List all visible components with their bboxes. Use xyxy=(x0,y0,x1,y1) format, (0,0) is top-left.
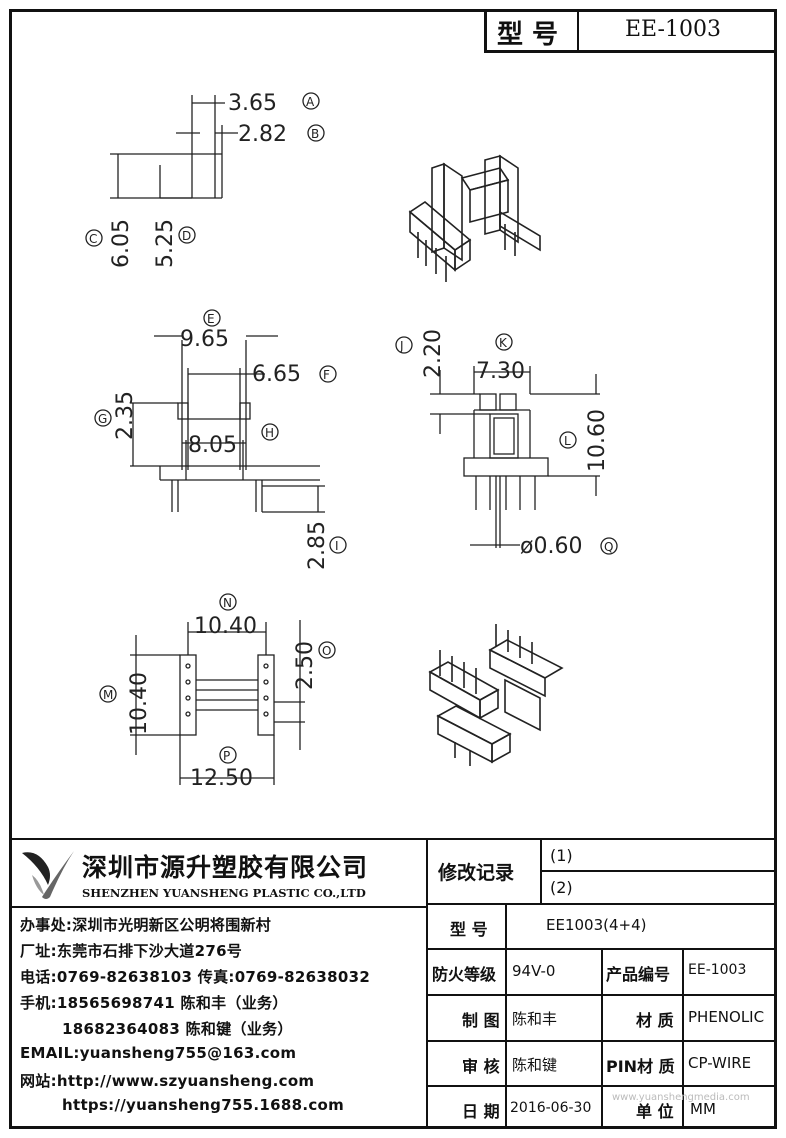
dim-c-value: 6.05 xyxy=(109,219,134,268)
spec-col-1 xyxy=(505,903,507,1129)
dim-a-value: 3.65 xyxy=(228,91,277,116)
spec-col-3 xyxy=(682,948,684,1129)
company-website2: https://yuansheng755.1688.com xyxy=(62,1096,345,1114)
dim-q-value: ø0.60 xyxy=(520,534,582,559)
company-phone-fax: 电话:0769-82638103 传真:0769-82638032 xyxy=(20,968,371,986)
company-factory: 厂址:东莞市石排下沙大道276号 xyxy=(20,942,243,960)
spec-unit-label: 单 位 xyxy=(636,1102,674,1121)
company-divider xyxy=(9,906,426,908)
marker-a: A xyxy=(306,95,315,109)
drawing-sheet xyxy=(9,9,777,1129)
revision-row-2: (2) xyxy=(550,878,573,897)
marker-b: B xyxy=(311,127,319,141)
marker-i: I xyxy=(335,539,339,553)
company-name-cn: 深圳市源升塑胶有限公司 xyxy=(82,853,369,882)
company-website: 网站:http://www.szyuansheng.com xyxy=(20,1072,315,1090)
marker-o: O xyxy=(322,644,331,658)
dim-k-value: 7.30 xyxy=(476,359,525,384)
dim-f-value: 6.65 xyxy=(252,362,301,387)
marker-d: D xyxy=(182,229,191,243)
spec-product-no-label: 产品编号 xyxy=(606,965,671,984)
spec-review-label: 审 核 xyxy=(462,1057,500,1076)
revision-row-line xyxy=(540,870,777,872)
marker-f: F xyxy=(323,368,330,382)
spec-draw-value: 陈和丰 xyxy=(512,1010,558,1028)
marker-g: G xyxy=(98,412,107,426)
dim-m-value: 10.40 xyxy=(127,672,152,735)
spec-col-2 xyxy=(601,948,603,1129)
marker-c: C xyxy=(89,232,97,246)
dim-h-value: 8.05 xyxy=(188,433,237,458)
marker-m: M xyxy=(103,688,113,702)
dim-b-value: 2.82 xyxy=(238,122,287,147)
marker-h: H xyxy=(265,426,274,440)
company-logo-icon xyxy=(22,851,74,899)
spec-unit-value: MM xyxy=(690,1100,716,1118)
marker-q: Q xyxy=(604,540,613,554)
view-front xyxy=(130,335,325,513)
spec-model-label: 型 号 xyxy=(450,920,488,939)
spec-date-value: 2016-06-30 xyxy=(510,1100,592,1116)
view-side xyxy=(430,366,600,548)
titleblock-top-border xyxy=(9,838,777,840)
view-bottom xyxy=(130,620,305,785)
marker-e: E xyxy=(207,312,215,326)
spec-material-value: PHENOLIC xyxy=(688,1008,765,1026)
spec-material-label: 材 质 xyxy=(636,1011,674,1030)
revision-row-1: (1) xyxy=(550,846,573,865)
titleblock-divider xyxy=(426,838,428,1129)
dim-e-value: 9.65 xyxy=(180,327,229,352)
dim-o-value: 2.50 xyxy=(293,641,318,690)
view-isometric-bottom xyxy=(428,624,564,766)
technical-drawing: 3.65 A 2.82 B 6.05 C 5.25 D xyxy=(85,91,618,791)
spec-pin-label: PIN材 质 xyxy=(606,1057,675,1076)
spec-product-no-value: EE-1003 xyxy=(688,962,747,978)
marker-p: P xyxy=(223,749,230,763)
company-mobile2: 18682364083 陈和键（业务） xyxy=(62,1020,293,1038)
marker-n: N xyxy=(223,596,232,610)
company-email: EMAIL:yuansheng755@163.com xyxy=(20,1044,297,1062)
dim-g-value: 2.35 xyxy=(113,391,138,440)
revision-label: 修改记录 xyxy=(438,862,515,884)
marker-j: J xyxy=(399,339,404,353)
watermark-text: www.yuanshengmedia.com xyxy=(612,1092,750,1103)
marker-l: L xyxy=(564,434,571,448)
spec-fire-label: 防火等级 xyxy=(432,965,497,984)
dim-n-value: 10.40 xyxy=(194,614,257,639)
spec-fire-value: 94V-0 xyxy=(512,962,556,980)
spec-date-label: 日 期 xyxy=(462,1102,500,1121)
header-model-label: 型 号 xyxy=(497,20,559,50)
spec-model-value: EE1003(4+4) xyxy=(546,916,647,934)
company-name-en: SHENZHEN YUANSHENG PLASTIC CO.,LTD xyxy=(82,886,366,900)
view-isometric-top xyxy=(408,154,541,282)
view-side-profile xyxy=(110,95,238,199)
header-model-value: EE-1003 xyxy=(625,17,721,42)
revision-bottom-line xyxy=(426,903,777,905)
model-header-box xyxy=(484,9,777,53)
dim-i-value: 2.85 xyxy=(305,521,330,570)
dim-d-value: 5.25 xyxy=(153,219,178,268)
spec-pin-value: CP-WIRE xyxy=(688,1054,752,1072)
company-office: 办事处:深圳市光明新区公明将围新村 xyxy=(20,916,272,934)
header-divider xyxy=(577,9,579,53)
dim-l-value: 10.60 xyxy=(585,409,610,472)
dim-p-value: 12.50 xyxy=(190,766,253,791)
spec-review-value: 陈和键 xyxy=(512,1056,558,1074)
spec-draw-label: 制 图 xyxy=(462,1011,500,1030)
company-mobile1: 手机:18565698741 陈和丰（业务） xyxy=(20,994,288,1012)
dim-j-value: 2.20 xyxy=(421,329,446,378)
marker-k: K xyxy=(499,336,508,350)
